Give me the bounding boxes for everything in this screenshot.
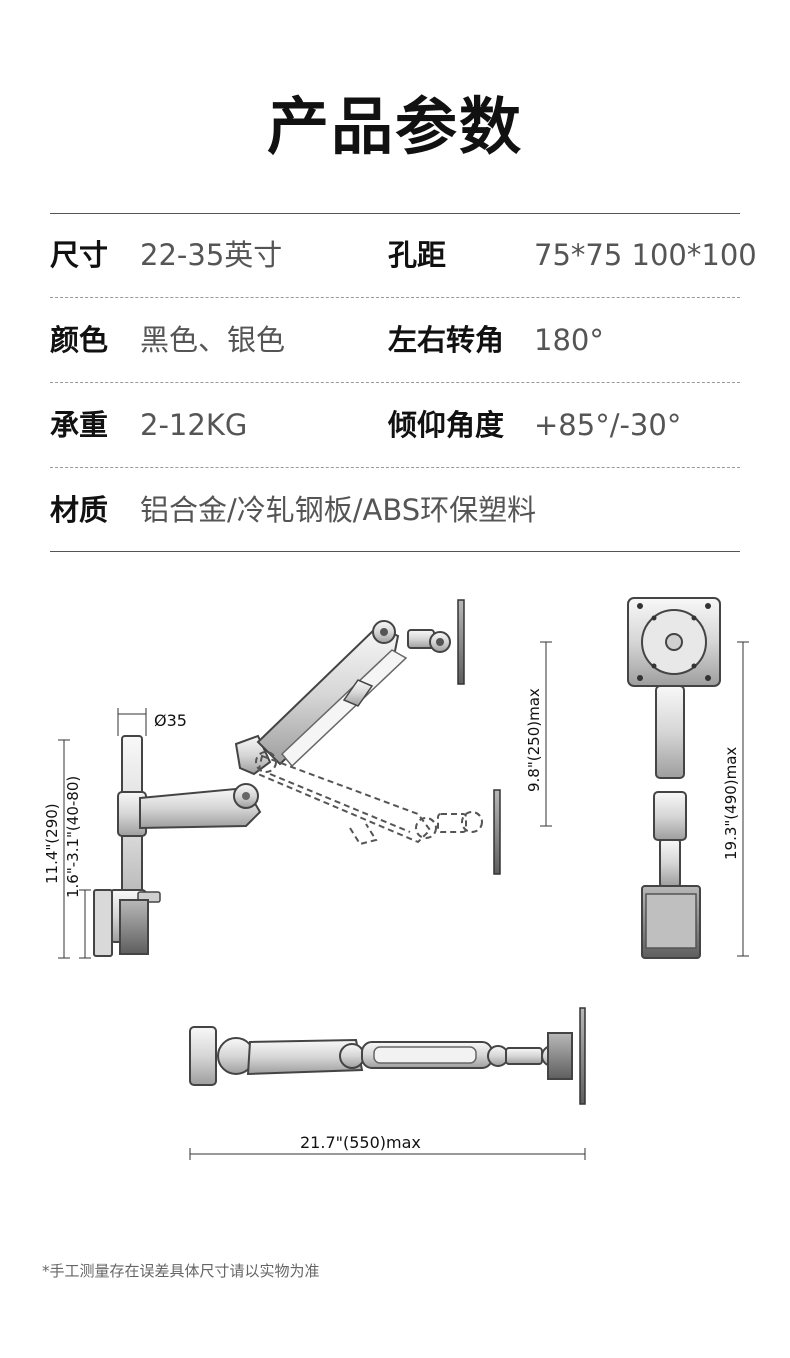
spec-row-2: 颜色 黑色、银色 左右转角 180° <box>50 298 750 382</box>
spec-value-tilt: +85°/-30° <box>534 408 682 442</box>
front-view <box>627 597 721 959</box>
spec-divider-2 <box>50 382 740 383</box>
spec-value-swivel: 180° <box>534 323 604 357</box>
upper-arm-solid <box>256 599 465 768</box>
desk-pole <box>93 735 161 957</box>
lower-arm <box>139 734 272 830</box>
measurement-note: *手工测量存在误差具体尺寸请以实物为准 <box>42 1262 320 1280</box>
side-dimension-lines <box>58 641 749 1160</box>
spec-top-line <box>50 213 740 214</box>
spec-divider-1 <box>50 297 740 298</box>
side-offset-label: 9.8"(250)max <box>525 688 543 792</box>
spec-value-color: 黑色、银色 <box>140 323 286 357</box>
spec-label-hole-spacing: 孔距 <box>388 238 447 272</box>
spec-divider-3 <box>50 467 740 468</box>
spec-label-tilt: 倾仰角度 <box>388 408 505 442</box>
diagram-labels: Ø35 11.4"(290) 1.6"-3.1"(40-80) 9.8"(250… <box>43 688 740 1152</box>
upper-arm-dashed <box>255 751 483 846</box>
spec-label-color: 颜色 <box>50 323 109 357</box>
top-reach-label: 21.7"(550)max <box>300 1133 421 1152</box>
spec-value-hole-spacing: 75*75 100*100 <box>534 238 757 272</box>
side-diameter-label: Ø35 <box>154 711 187 730</box>
spec-bottom-line <box>50 551 740 552</box>
spec-row-1: 尺寸 22-35英寸 孔距 75*75 100*100 <box>50 213 757 297</box>
side-clamp-label: 1.6"-3.1"(40-80) <box>64 776 82 898</box>
spec-label-material: 材质 <box>50 493 109 527</box>
spec-label-size: 尺寸 <box>50 238 109 272</box>
front-height-label: 19.3"(490)max <box>722 747 740 860</box>
spec-row-4: 材质 铝合金/冷轧钢板/ABS环保塑料 <box>50 468 750 552</box>
lower-monitor-plate <box>493 789 501 875</box>
technical-diagram-svg: Ø35 11.4"(290) 1.6"-3.1"(40-80) 9.8"(250… <box>43 597 749 1160</box>
page-title: 产品参数 <box>266 90 523 163</box>
spec-value-material: 铝合金/冷轧钢板/ABS环保塑料 <box>140 493 537 527</box>
spec-label-load: 承重 <box>50 408 109 442</box>
spec-row-3: 承重 2-12KG 倾仰角度 +85°/-30° <box>50 383 750 467</box>
spec-value-size: 22-35英寸 <box>140 238 283 272</box>
spec-value-load: 2-12KG <box>140 408 248 442</box>
technical-diagram: Ø35 11.4"(290) 1.6"-3.1"(40-80) 9.8"(250… <box>0 560 790 1210</box>
side-height-label: 11.4"(290) <box>43 803 61 884</box>
side-view <box>58 599 749 1160</box>
spec-label-swivel: 左右转角 <box>388 323 505 357</box>
top-view <box>189 1007 586 1105</box>
